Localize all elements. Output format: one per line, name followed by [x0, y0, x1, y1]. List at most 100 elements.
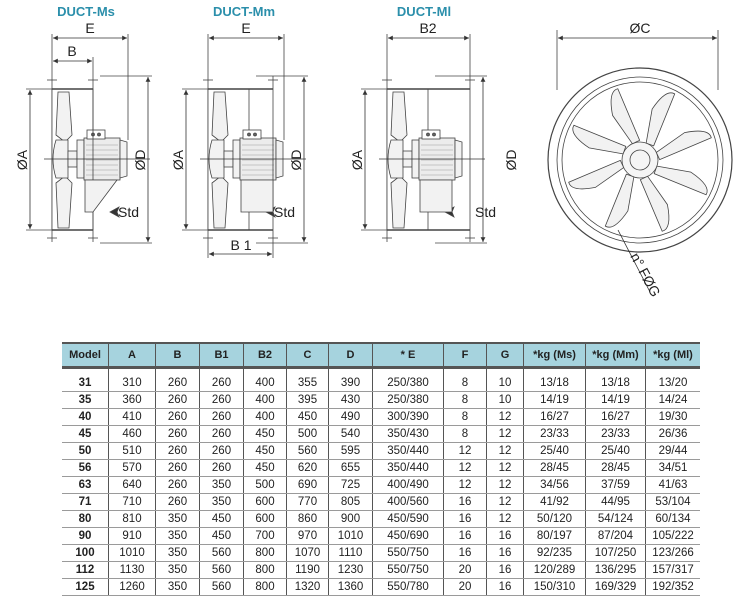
table-cell: 25/40 [523, 442, 586, 460]
table-cell: 350 [199, 476, 244, 494]
table-cell: 1010 [328, 527, 373, 545]
table-cell: 600 [243, 510, 287, 528]
table-cell: 540 [328, 425, 373, 443]
table-cell: 16 [443, 527, 487, 545]
table-cell: 260 [155, 442, 200, 460]
table-cell: 10 [486, 375, 524, 392]
dim-d-label: ØD [288, 150, 304, 171]
table-cell: 54/124 [585, 510, 646, 528]
table-cell: 560 [199, 544, 244, 562]
table-cell: 12 [486, 425, 524, 443]
table-cell: 560 [199, 578, 244, 596]
table-cell: 450 [199, 510, 244, 528]
table-cell: 450 [243, 459, 287, 477]
table-cell: 26/36 [645, 425, 700, 443]
table-cell: 23/33 [585, 425, 646, 443]
table-cell: 120/289 [523, 561, 586, 579]
table-cell: 860 [286, 510, 329, 528]
table-cell: 500 [286, 425, 329, 443]
table-cell: 92/235 [523, 544, 586, 562]
side-view-ml: B2 ØA ØD Std [349, 20, 519, 243]
table-cell: 20 [443, 561, 487, 579]
table-cell: 90 [62, 527, 109, 545]
table-cell: 16 [443, 510, 487, 528]
column-header: Model [62, 342, 109, 369]
table-cell: 550/750 [372, 544, 444, 562]
table-cell: 105/222 [645, 527, 700, 545]
table-cell: 12 [443, 459, 487, 477]
dim-b-label: B [67, 43, 76, 59]
table-cell: 23/33 [523, 425, 586, 443]
table-cell: 44/95 [585, 493, 646, 511]
table-cell: 34/56 [523, 476, 586, 494]
table-cell: 19/30 [645, 408, 700, 426]
table-cell: 1230 [328, 561, 373, 579]
dim-d-label: ØD [503, 150, 519, 171]
table-cell: 1010 [108, 544, 156, 562]
table-cell: 800 [243, 544, 287, 562]
table-cell: 71 [62, 493, 109, 511]
table-cell: 16/27 [585, 408, 646, 426]
fan-blade [604, 173, 635, 228]
table-cell: 400 [243, 391, 287, 409]
table-cell: 250/380 [372, 391, 444, 409]
table-cell: 14/19 [523, 391, 586, 409]
rotation-std-label: Std [274, 204, 295, 220]
dim-a-label: ØA [170, 149, 186, 170]
table-cell: 14/24 [645, 391, 700, 409]
table-cell: 260 [199, 442, 244, 460]
fan-blade [568, 159, 625, 190]
holes-label: n° FØG [627, 250, 663, 300]
dim-c-label: ØC [630, 20, 651, 36]
table-cell: 12 [486, 459, 524, 477]
table-cell: 12 [486, 476, 524, 494]
table-cell: 41/92 [523, 493, 586, 511]
dim-e-label: E [241, 20, 250, 36]
rotation-std-label: Std [118, 204, 139, 220]
table-cell: 169/329 [585, 578, 646, 596]
table-cell: 510 [108, 442, 156, 460]
table-cell: 16 [486, 578, 524, 596]
table-cell: 12 [486, 408, 524, 426]
table-cell: 360 [108, 391, 156, 409]
technical-drawings: E B ØA ØD Std E B 1 ØA ØD Std [14, 20, 733, 300]
table-cell: 12 [486, 442, 524, 460]
table-cell: 725 [328, 476, 373, 494]
table-cell: 16 [443, 493, 487, 511]
table-cell: 1360 [328, 578, 373, 596]
table-cell: 28/45 [523, 459, 586, 477]
column-header: *kg (Ml) [645, 342, 700, 369]
column-header: *kg (Ms) [523, 342, 586, 369]
table-cell: 655 [328, 459, 373, 477]
dim-d-label: ØD [132, 150, 148, 171]
table-cell: 34/51 [645, 459, 700, 477]
view-title-ms: DUCT-Ms [57, 4, 115, 19]
table-cell: 260 [155, 391, 200, 409]
table-cell: 25/40 [585, 442, 646, 460]
table-cell: 900 [328, 510, 373, 528]
table-cell: 910 [108, 527, 156, 545]
table-cell: 16 [486, 544, 524, 562]
table-cell: 560 [286, 442, 329, 460]
table-cell: 100 [62, 544, 109, 562]
fan-blade [572, 124, 627, 155]
table-cell: 355 [286, 375, 329, 392]
column-header: F [443, 342, 487, 369]
table-cell: 41/63 [645, 476, 700, 494]
table-cell: 80 [62, 510, 109, 528]
table-cell: 20 [443, 578, 487, 596]
table-cell: 16 [486, 561, 524, 579]
table-cell: 260 [155, 425, 200, 443]
table-cell: 1260 [108, 578, 156, 596]
table-cell: 400/560 [372, 493, 444, 511]
fan-blade [639, 175, 670, 232]
table-cell: 350 [155, 527, 200, 545]
table-cell: 87/204 [585, 527, 646, 545]
table-cell: 570 [108, 459, 156, 477]
table-cell: 800 [243, 578, 287, 596]
table-cell: 350 [155, 561, 200, 579]
